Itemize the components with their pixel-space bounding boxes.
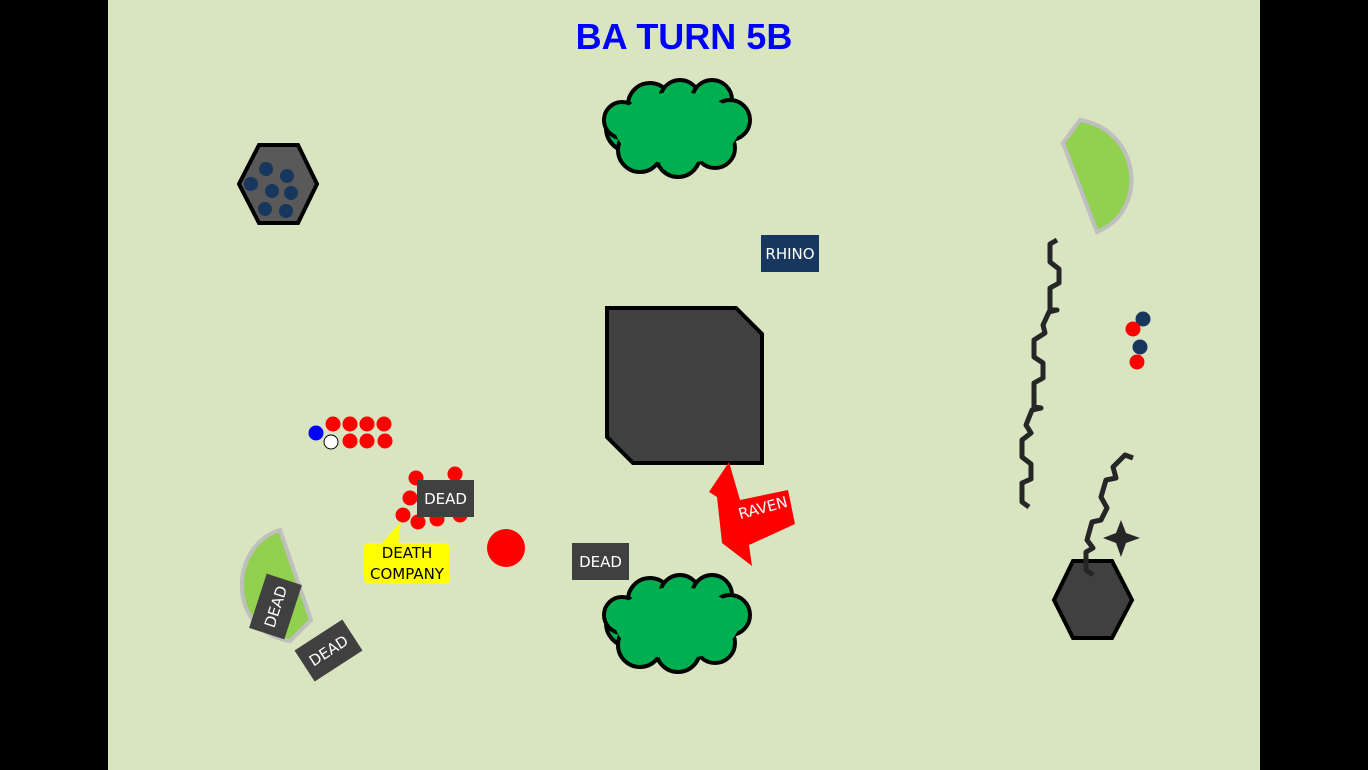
white-unit — [323, 434, 339, 450]
objective-cross-icon — [1103, 520, 1140, 557]
hill-topright — [1060, 117, 1134, 235]
large-red-model — [487, 529, 525, 567]
raven-arrow — [709, 462, 795, 566]
forest-bottom — [602, 573, 752, 674]
callout-pointer — [380, 522, 401, 545]
forest-top — [602, 78, 752, 179]
central-building — [605, 306, 764, 465]
rhino-marker: RHINO — [761, 235, 819, 272]
blue-unit — [308, 425, 324, 441]
dead-marker: DEAD — [572, 543, 629, 580]
right-flank-units — [1125, 311, 1151, 370]
navy-squad-in-hex — [244, 162, 298, 218]
barricade-line-2 — [1083, 452, 1134, 578]
death-company-callout: DEATH COMPANY — [364, 543, 450, 584]
hex-building-topleft — [236, 143, 320, 225]
hex-building-bottomright — [1051, 559, 1135, 640]
red-squad — [325, 416, 393, 449]
page-title: BA TURN 5B — [575, 16, 793, 57]
dead-marker: DEAD — [417, 480, 474, 517]
barricade-line-1 — [1019, 237, 1062, 510]
